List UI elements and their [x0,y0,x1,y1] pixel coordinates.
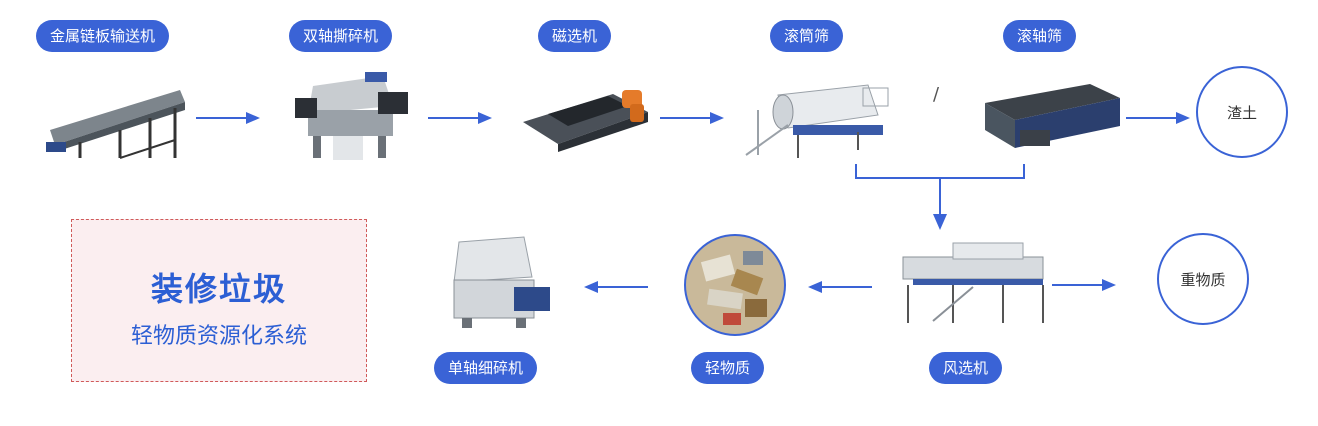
label-drum-screen: 滚筒筛 [770,20,844,52]
or-separator: / [933,84,940,105]
output-heavy-circle: 重物质 [1157,233,1249,325]
label-single-shredder: 单轴细碎机 [434,352,538,384]
label-double-shredder: 双轴撕碎机 [289,20,393,52]
output-soil-circle: 渣土 [1196,66,1288,158]
conveyor-icon [46,90,185,159]
system-title: 装修垃圾 [150,270,287,308]
arrow-right-icon [196,112,260,124]
system-title-box: 装修垃圾 轻物质资源化系统 [71,219,367,382]
shaft-screen-icon [985,84,1120,148]
arrow-left-icon [808,281,872,293]
light-material-icon [684,234,786,336]
magnetic-separator-icon [523,90,648,152]
drum-screen-icon [745,84,889,158]
arrow-right-icon [1052,279,1116,291]
label-light-material: 轻物质 [691,352,765,384]
label-magnetic: 磁选机 [538,20,612,52]
label-shaft-screen: 滚轴筛 [1003,20,1077,52]
arrow-right-icon [428,112,492,124]
arrow-right-icon [660,112,724,124]
label-air-separator: 风选机 [929,352,1003,384]
arrow-down-icon [855,164,1025,230]
output-heavy-label: 重物质 [1180,270,1226,289]
label-conveyor: 金属链板输送机 [36,20,170,52]
air-separator-icon [902,242,1044,323]
system-subtitle: 轻物质资源化系统 [130,324,307,349]
single-shaft-shredder-icon [453,236,550,328]
double-shaft-shredder-icon [295,72,408,160]
output-soil-label: 渣土 [1226,103,1257,122]
arrow-left-icon [584,281,648,293]
arrow-right-icon [1126,112,1190,124]
